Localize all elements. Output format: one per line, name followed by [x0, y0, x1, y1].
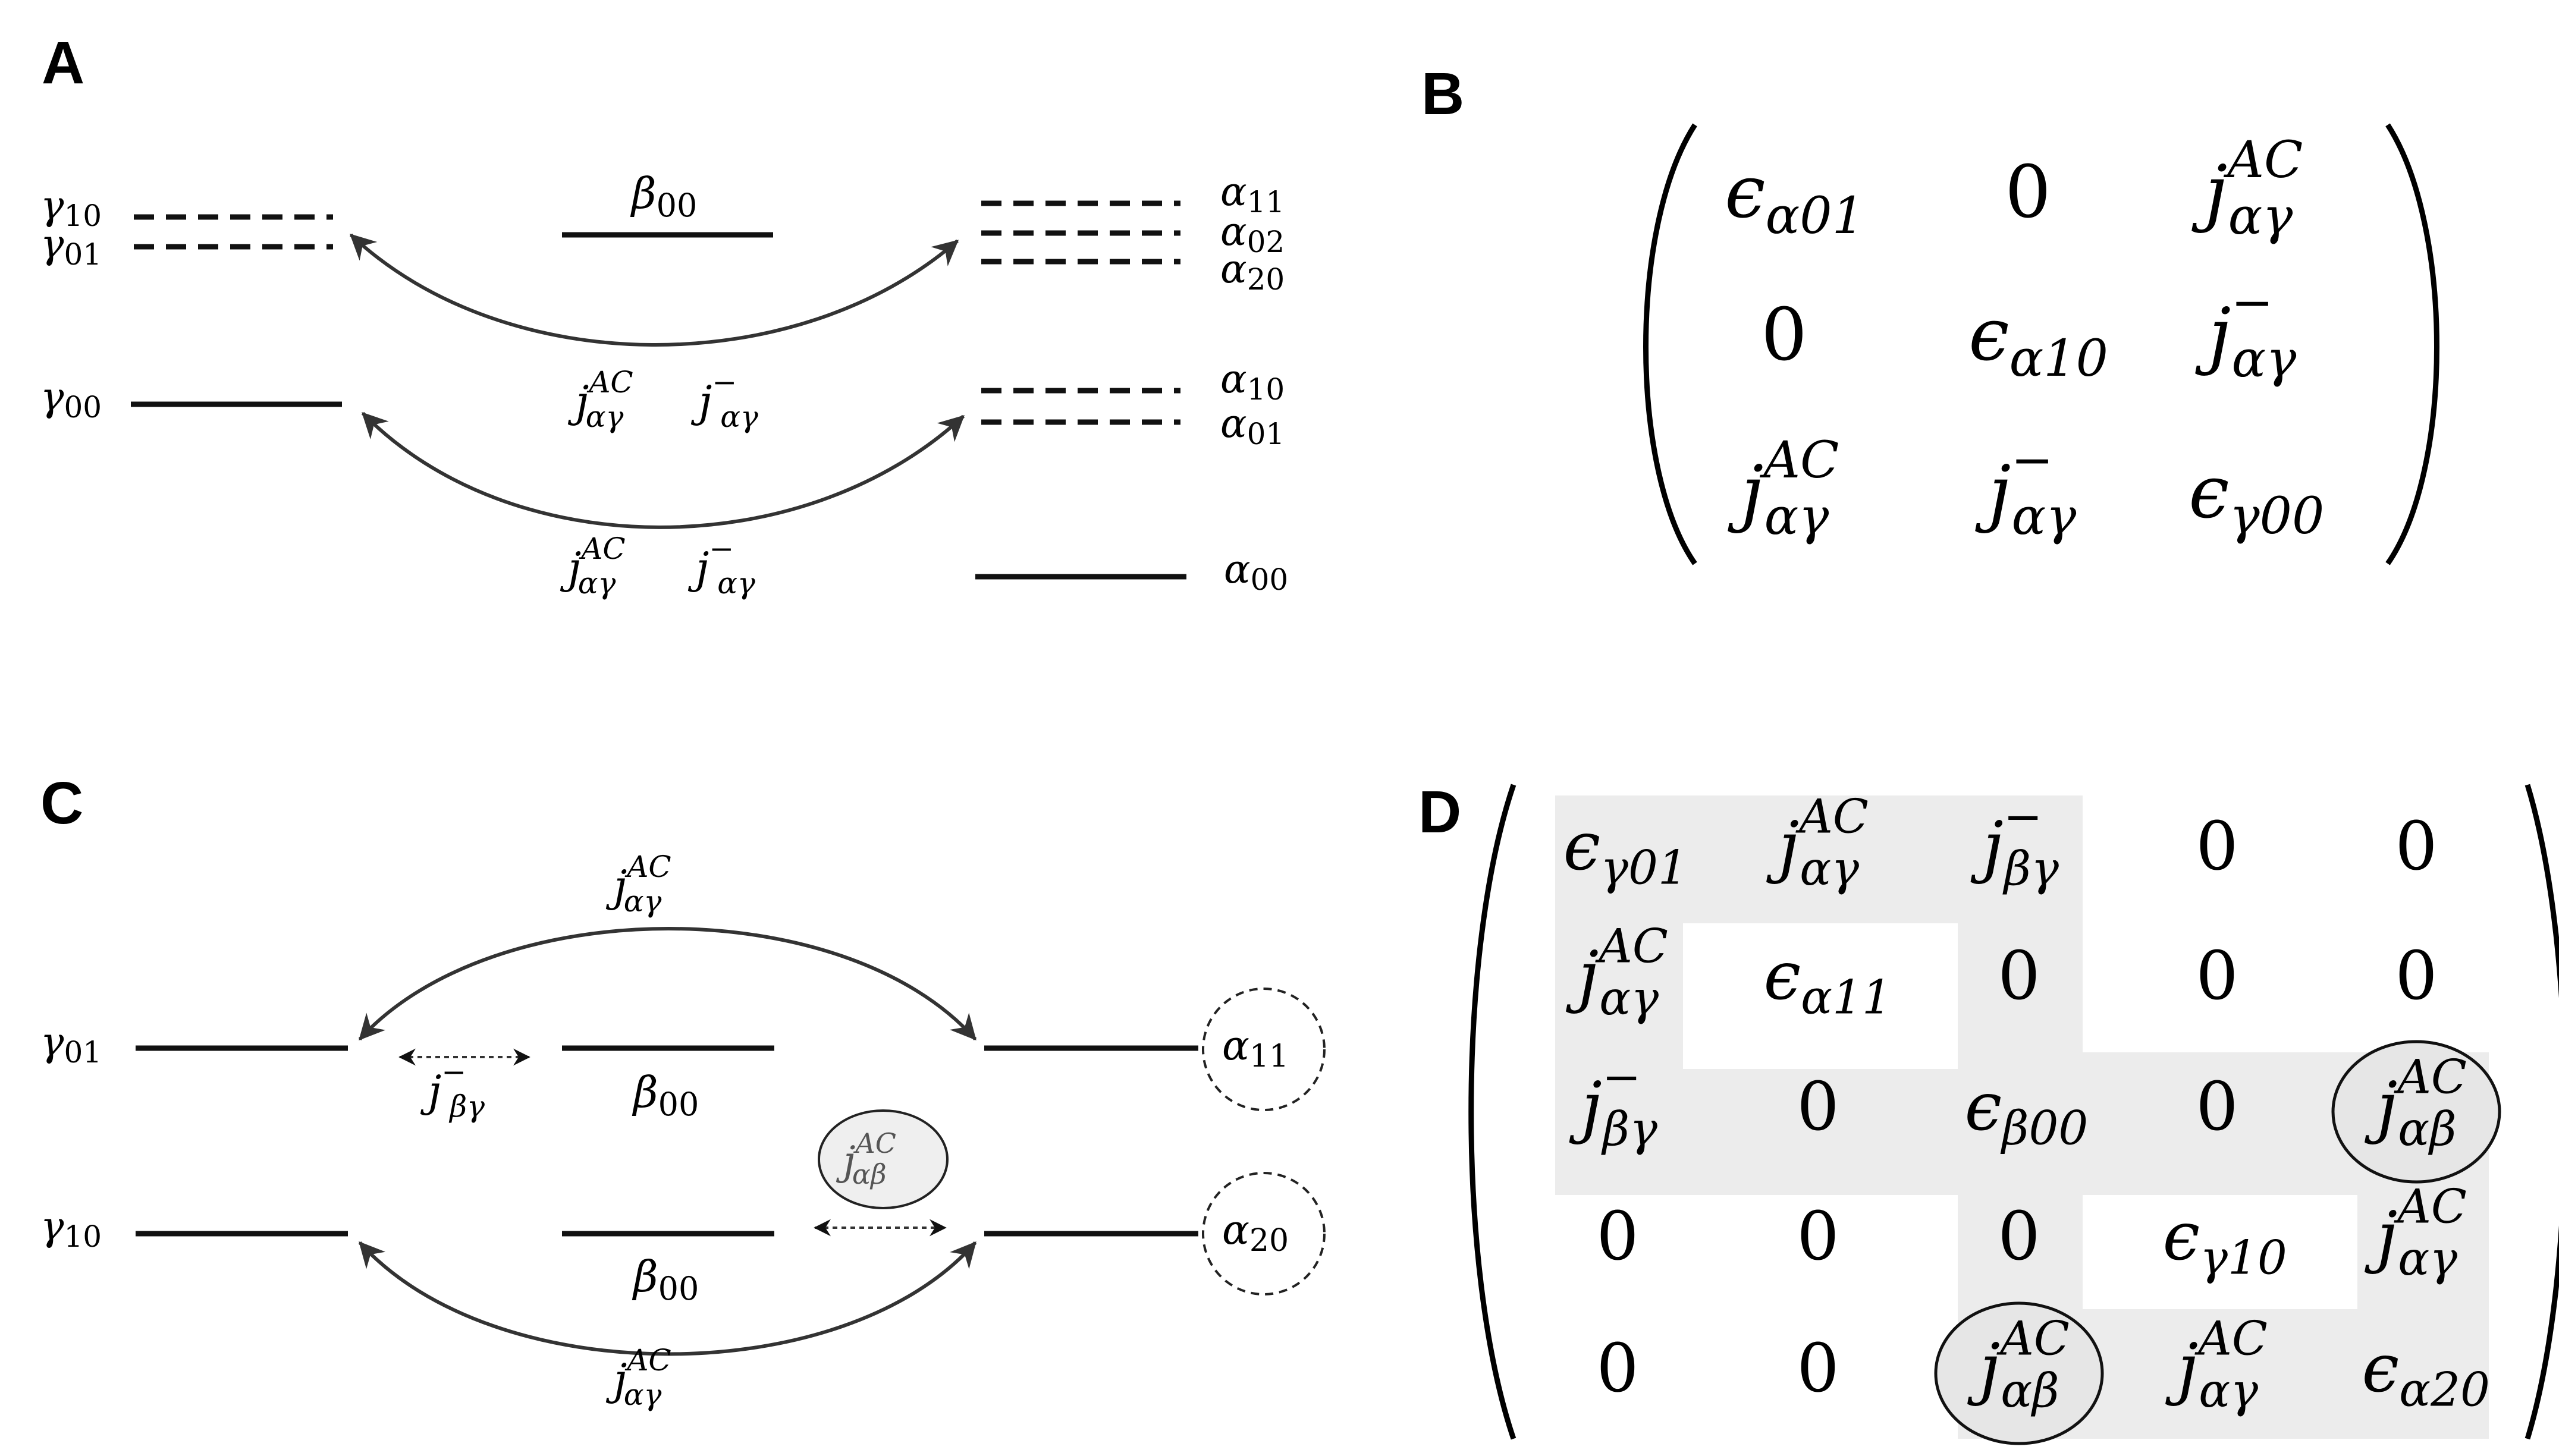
label-alpha-02: α02: [1220, 209, 1285, 259]
matrix-b-right-bracket: [2385, 123, 2439, 565]
matrix-d-circle-r3c5: [2331, 1040, 2501, 1184]
matrix-d-cell-r3c3: ϵβ00: [1964, 1068, 2088, 1156]
matrix-b-cell-r2c3: j−αγ: [2195, 273, 2297, 389]
matrix-b-cell-r2c1: 0: [1761, 293, 1807, 377]
panel-d-letter: D: [1418, 779, 1461, 845]
matrix-b-cell-r3c3: ϵγ00: [2189, 450, 2324, 546]
label-alpha-00: α00: [1224, 546, 1288, 597]
matrix-d-cell-r1c5: 0: [2395, 808, 2437, 885]
panel-c-letter: C: [40, 770, 83, 837]
coupling-arc-lower: [361, 411, 965, 529]
matrix-b-cell-r1c1: ϵα01: [1725, 150, 1864, 246]
matrix-d-cell-r5c5: ϵα20: [2362, 1330, 2489, 1417]
matrix-d-cell-r2c4: 0: [2196, 938, 2238, 1015]
matrix-d-cell-r1c4: 0: [2196, 808, 2238, 885]
matrix-d-cell-r4c3: 0: [1998, 1198, 2040, 1275]
coupling-c-beta-gamma-label: j−βγ: [420, 1055, 485, 1124]
matrix-d-cell-r3c2: 0: [1797, 1068, 1839, 1146]
matrix-d-highlight: [1555, 795, 2489, 1439]
matrix-d-cutout-alpha11: [1683, 923, 1958, 1069]
label-gamma-10: γ10: [40, 183, 102, 233]
label-c-gamma-01: γ01: [40, 1019, 102, 1070]
matrix-b-cell-r1c2: 0: [2005, 150, 2051, 234]
label-alpha-01: α01: [1220, 401, 1285, 451]
matrix-d-cell-r4c1: 0: [1596, 1198, 1638, 1275]
circle-j-alpha-beta: [818, 1109, 949, 1209]
matrix-d-left-bracket: [1468, 784, 1516, 1440]
matrix-d-cell-r2c3: 0: [1998, 938, 2040, 1015]
label-gamma-01: γ01: [40, 221, 102, 272]
matrix-d-cell-r2c5: 0: [2395, 938, 2437, 1015]
matrix-d-right-bracket: [2525, 784, 2559, 1440]
label-alpha-20: α20: [1220, 246, 1285, 297]
label-alpha-11: α11: [1220, 169, 1285, 219]
circle-alpha-11: [1202, 988, 1326, 1111]
circle-alpha-20: [1202, 1172, 1326, 1295]
matrix-d-cell-r4c4: ϵγ10: [2162, 1198, 2287, 1285]
coupling-arc-c-bottom: [358, 1241, 977, 1356]
panel-b-letter: B: [1421, 61, 1464, 127]
coupling-upper-jminus: j−αγ: [690, 365, 758, 434]
matrix-b-cell-r3c2: j−αγ: [1975, 431, 2077, 546]
matrix-d-cell-r5c1: 0: [1596, 1330, 1638, 1407]
matrix-d-circle-r5c3: [1934, 1301, 2104, 1445]
label-c-beta-00-lower: β00: [632, 1251, 699, 1307]
panel-a: A γ10 γ01 γ00 β00 α11 α02 α20 α10 α01 α0…: [40, 30, 1288, 600]
coupling-arc-c-top: [358, 927, 977, 1041]
matrix-b-left-bracket: [1643, 123, 1697, 565]
label-c-alpha-20: α20: [1222, 1207, 1289, 1259]
matrix-d-cell-r1c1: ϵγ01: [1563, 808, 1687, 895]
matrix-d-cell-r3c4: 0: [2196, 1068, 2238, 1146]
matrix-d-cell-r4c2: 0: [1797, 1198, 1839, 1275]
label-beta-00: β00: [630, 168, 697, 224]
matrix-b-cell-r2c2: ϵα10: [1968, 293, 2108, 388]
label-gamma-00: γ00: [40, 374, 102, 424]
coupling-lower-jminus: j−αγ: [687, 532, 755, 600]
label-c-beta-00-upper: β00: [632, 1067, 699, 1123]
panel-a-letter: A: [42, 30, 84, 96]
label-c-alpha-11: α11: [1222, 1023, 1289, 1074]
label-alpha-10: α10: [1220, 356, 1285, 407]
matrix-d-cell-r5c2: 0: [1797, 1330, 1839, 1407]
matrix-d-cutout-gamma10: [2083, 1195, 2357, 1309]
label-c-gamma-10: γ10: [40, 1203, 102, 1254]
coupling-arc-upper: [349, 233, 959, 347]
matrix-d-cell-r2c2: ϵα11: [1763, 938, 1891, 1025]
